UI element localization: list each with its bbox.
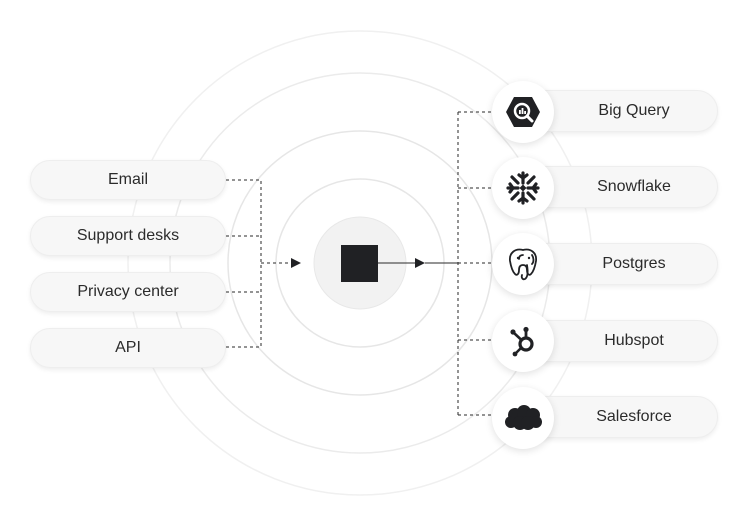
destination-postgres: Postgres — [522, 243, 718, 285]
source-support-desks: Support desks — [30, 216, 226, 256]
postgres-icon — [492, 233, 554, 295]
destination-label: Snowflake — [597, 178, 671, 195]
source-label: Privacy center — [77, 283, 179, 300]
outbound-arrow — [415, 258, 425, 268]
destination-hubspot: Hubspot — [522, 320, 718, 362]
source-label: Email — [107, 171, 148, 188]
destination-connectors — [457, 111, 492, 416]
destination-label: Big Query — [598, 102, 670, 119]
destination-big-query: Big Query — [522, 90, 718, 132]
source-api: API — [30, 328, 226, 368]
source-privacy-center: Privacy center — [30, 272, 226, 312]
bigquery-icon — [492, 81, 554, 143]
hubspot-icon — [492, 310, 554, 372]
source-connectors — [226, 179, 292, 348]
source-label: API — [115, 339, 141, 356]
snowflake-icon — [492, 157, 554, 219]
source-email: Email — [30, 160, 226, 200]
salesforce-icon — [492, 387, 554, 449]
destination-label: Postgres — [602, 255, 666, 272]
destination-salesforce: Salesforce — [522, 396, 718, 438]
destination-label: Hubspot — [604, 332, 664, 349]
inbound-arrow — [291, 258, 301, 268]
source-label: Support desks — [76, 227, 180, 244]
central-hub-node — [341, 245, 378, 282]
destination-label: Salesforce — [596, 408, 672, 425]
